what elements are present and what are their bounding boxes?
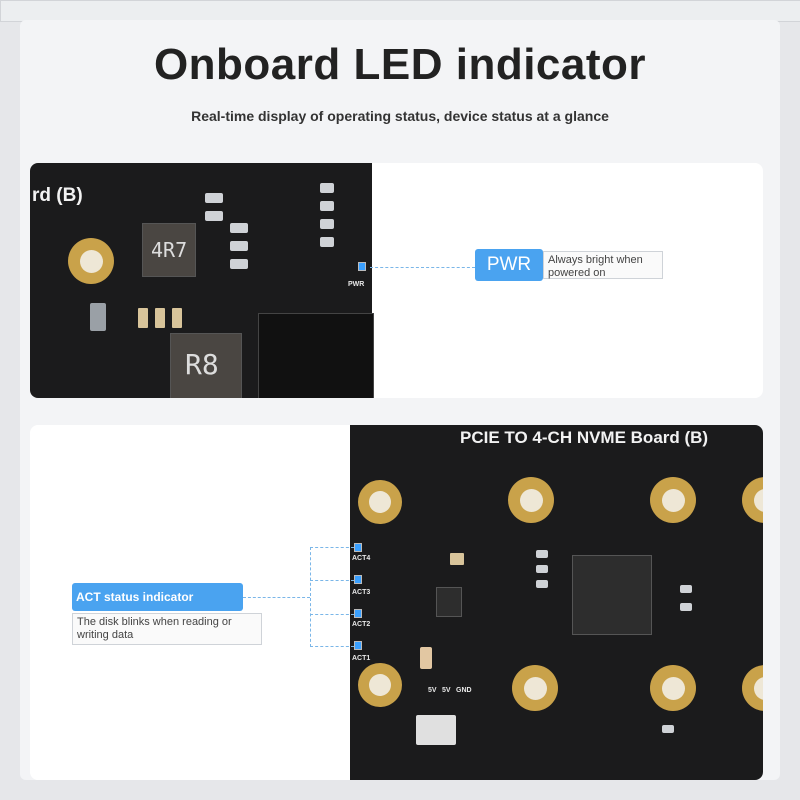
act3-leader xyxy=(310,580,354,581)
act4-leader xyxy=(310,547,354,548)
smd-part xyxy=(536,580,548,588)
smd-part xyxy=(230,259,248,269)
act1-label: ACT1 xyxy=(352,655,371,662)
mount-hole xyxy=(358,480,402,524)
act-bracket-line xyxy=(310,547,311,647)
act2-leader xyxy=(310,614,354,615)
act-panel: PCIE TO 4-CH NVME Board (B) 5V 5V GND AC… xyxy=(30,425,763,780)
act3-led xyxy=(354,575,362,584)
smd-part xyxy=(205,211,223,221)
act2-label: ACT2 xyxy=(352,621,371,628)
page-subtitle: Real-time display of operating status, d… xyxy=(191,108,609,124)
smd-part xyxy=(680,585,692,593)
page-title: Onboard LED indicator xyxy=(153,40,647,89)
mount-hole xyxy=(512,665,558,711)
power-label-1: 5V xyxy=(428,687,437,694)
pwr-panel: rd (B) 4R7 R8 PWR PWR Always bright when… xyxy=(30,163,763,398)
act4-label: ACT4 xyxy=(352,555,371,562)
smd-part xyxy=(320,201,334,211)
pwr-callout-tag: PWR xyxy=(475,249,543,281)
board-label-top: rd (B) xyxy=(32,185,83,206)
smd-pad xyxy=(172,308,182,328)
mount-hole xyxy=(742,665,763,711)
power-connector xyxy=(416,715,456,745)
smd-part xyxy=(90,303,106,331)
background-border xyxy=(0,0,800,22)
mount-hole xyxy=(68,238,114,284)
dc-power-jack xyxy=(258,313,374,398)
pcb-image-top: rd (B) 4R7 R8 PWR xyxy=(30,163,374,398)
pwr-silk-label: PWR xyxy=(348,281,365,288)
smd-part xyxy=(320,237,334,247)
pcb-image-bottom: PCIE TO 4-CH NVME Board (B) 5V 5V GND AC… xyxy=(350,425,763,780)
smd-part xyxy=(536,565,548,573)
inductor-4r7: 4R7 xyxy=(142,223,196,277)
act3-label: ACT3 xyxy=(352,589,371,596)
act2-led xyxy=(354,609,362,618)
act4-led xyxy=(354,543,362,552)
power-label-2: 5V xyxy=(442,687,451,694)
pwr-callout-desc: Always bright when powered on xyxy=(543,251,663,279)
smd-part xyxy=(420,647,432,669)
act1-led xyxy=(354,641,362,650)
mount-hole xyxy=(508,477,554,523)
inductor-r8: R8 xyxy=(170,333,242,398)
smd-part xyxy=(205,193,223,203)
smd-pad xyxy=(450,553,464,565)
smd-part xyxy=(536,550,548,558)
smd-part xyxy=(680,603,692,611)
power-label-3: GND xyxy=(456,687,472,694)
smd-part xyxy=(662,725,674,733)
pwr-leader-line xyxy=(370,267,475,268)
smd-pad xyxy=(155,308,165,328)
smd-part xyxy=(320,219,334,229)
mount-hole xyxy=(358,663,402,707)
smd-part xyxy=(320,183,334,193)
mount-hole xyxy=(742,477,763,523)
act-leader-main xyxy=(243,597,310,598)
board-label-bottom: PCIE TO 4-CH NVME Board (B) xyxy=(460,428,709,447)
act1-leader xyxy=(310,646,354,647)
smd-part xyxy=(230,223,248,233)
small-ic xyxy=(436,587,462,617)
smd-part xyxy=(230,241,248,251)
act-callout-tag: ACT status indicator xyxy=(72,583,243,611)
mount-hole xyxy=(650,477,696,523)
pwr-led xyxy=(358,262,366,271)
mount-hole xyxy=(650,665,696,711)
act-callout-desc: The disk blinks when reading or writing … xyxy=(72,613,262,645)
smd-pad xyxy=(138,308,148,328)
controller-chip xyxy=(572,555,652,635)
